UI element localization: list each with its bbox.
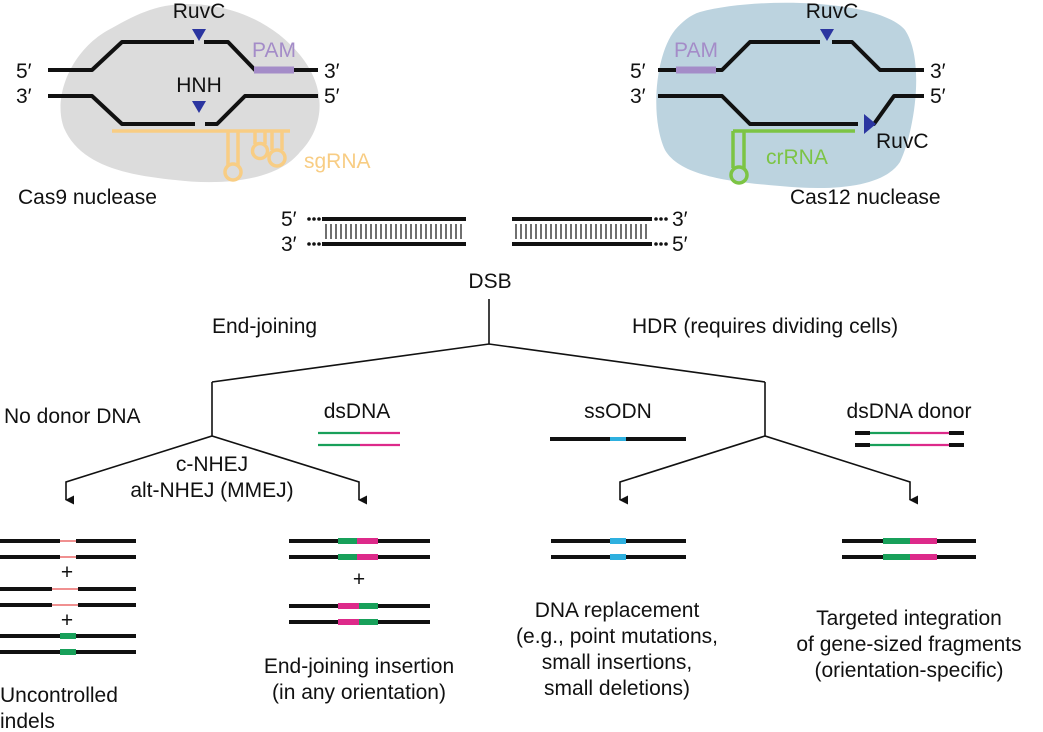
indel-insertion-duplex (0, 633, 136, 655)
indel-deletion-duplex-2 (0, 587, 136, 607)
indels-label-2: indels (0, 710, 55, 732)
hdr-label: HDR (requires dividing cells) (632, 315, 898, 338)
dsb-left-top-label: 5′ (281, 208, 297, 231)
c-nhej-label: c-NHEJ (176, 453, 248, 476)
ej-reverse-duplex (289, 603, 430, 625)
replacement-label-2: (e.g., point mutations, (516, 625, 718, 648)
dsdna-donor-hdr-icon (855, 431, 964, 447)
dsdna-donor-icon (318, 431, 400, 447)
cas12-crrna (729, 129, 855, 185)
ej-label-1: End-joining insertion (264, 655, 454, 678)
cas9-panel: RuvC HNH PAM sgRNA 5′ 3′ 3′ 5′ Cas9 nucl… (16, 0, 371, 209)
integration-label-1: Targeted integration (816, 607, 1002, 630)
dsb-right-bottom-label: 5′ (672, 233, 688, 256)
cas9-hnh-cleavage-marker (192, 101, 206, 113)
dsb-label: DSB (468, 270, 511, 293)
cas12-crrna-label: crRNA (766, 146, 828, 169)
dsb-right-top-label: 3′ (672, 208, 688, 231)
cas12-top-strand-right (832, 40, 924, 72)
targeted-integration-outcome: Targeted integration of gene-sized fragm… (796, 538, 1022, 682)
ssodn-label: ssODN (584, 400, 652, 423)
indel-plus-2: + (61, 609, 73, 632)
end-joining-insertion-outcomes: + End-joining insertion (in any orientat… (264, 538, 454, 704)
pathway-tree: End-joining HDR (requires dividing cells… (4, 299, 972, 505)
dsdna-label: dsDNA (324, 400, 391, 423)
cas9-ruvc-label: RuvC (173, 0, 226, 23)
cas9-bottom-3-label: 3′ (16, 85, 32, 108)
no-donor-label: No donor DNA (4, 405, 141, 428)
end-joining-label: End-joining (212, 315, 317, 338)
cas12-top-ruvc-cleavage-marker (820, 29, 834, 41)
integration-label-3: (orientation-specific) (814, 659, 1003, 682)
cas12-panel: RuvC RuvC PAM crRNA 5′ 3′ 3′ 5′ Cas12 nu… (630, 0, 946, 209)
dsb-right-base-pairs (515, 224, 647, 239)
indels-label-1: Uncontrolled (0, 684, 118, 707)
cas9-hnh-label: HNH (176, 74, 222, 97)
cas9-top-5-label: 5′ (16, 60, 32, 83)
indel-outcomes: + + Uncontrolled indels (0, 539, 136, 732)
cas9-sgrna (112, 129, 290, 182)
cas12-top-5-label: 5′ (630, 60, 646, 83)
cas12-bottom-strand-left (658, 94, 858, 126)
dsb-right-dots (654, 217, 668, 246)
dsdna-donor-label: dsDNA donor (847, 400, 972, 423)
indel-deletion-duplex (0, 539, 136, 559)
ej-plus: + (353, 568, 365, 591)
replacement-label-1: DNA replacement (535, 599, 700, 622)
integration-duplex (842, 538, 976, 560)
replacement-duplex (551, 538, 686, 560)
ej-label-2: (in any orientation) (272, 681, 446, 704)
cas9-ruvc-cleavage-marker (192, 29, 206, 41)
dsb-schematic: 5′ 3′ 3′ 5′ DSB (281, 208, 688, 293)
dsb-left-dots (307, 217, 321, 246)
cas12-pam-label: PAM (674, 39, 718, 62)
tree-split (211, 343, 766, 383)
cas9-bottom-strand-left (48, 94, 195, 126)
cas9-bottom-strand-right (205, 94, 318, 126)
cas9-bottom-5-label: 5′ (324, 85, 340, 108)
cas12-bottom-ruvc-cleavage-marker (864, 114, 876, 134)
cas12-top-3-label: 3′ (930, 60, 946, 83)
indel-plus-1: + (61, 561, 73, 584)
ej-forward-duplex (289, 538, 430, 560)
cas12-bottom-5-label: 5′ (930, 85, 946, 108)
cas12-name-label: Cas12 nuclease (790, 186, 941, 209)
cas9-name-label: Cas9 nuclease (18, 186, 157, 209)
dsb-left-bottom-label: 3′ (281, 233, 297, 256)
dsb-left-base-pairs (325, 224, 462, 239)
cas12-bottom-3-label: 3′ (630, 85, 646, 108)
cas12-bottom-ruvc-label: RuvC (876, 130, 929, 153)
hdr-arrows (619, 435, 919, 505)
cas9-top-3-label: 3′ (324, 60, 340, 83)
cas9-pam-label: PAM (252, 39, 296, 62)
dna-replacement-outcome: DNA replacement (e.g., point mutations, … (516, 538, 718, 700)
nhej-arrows (65, 435, 368, 505)
integration-label-2: of gene-sized fragments (796, 633, 1021, 656)
cas9-sgrna-label: sgRNA (304, 150, 371, 173)
replacement-label-3: small insertions, (542, 651, 693, 674)
cas12-top-ruvc-label: RuvC (806, 0, 859, 23)
cas9-top-strand-left (48, 40, 194, 72)
cas12-protein-blob (656, 2, 917, 189)
alt-nhej-label: alt-NHEJ (MMEJ) (130, 479, 293, 502)
replacement-label-4: small deletions) (544, 677, 690, 700)
